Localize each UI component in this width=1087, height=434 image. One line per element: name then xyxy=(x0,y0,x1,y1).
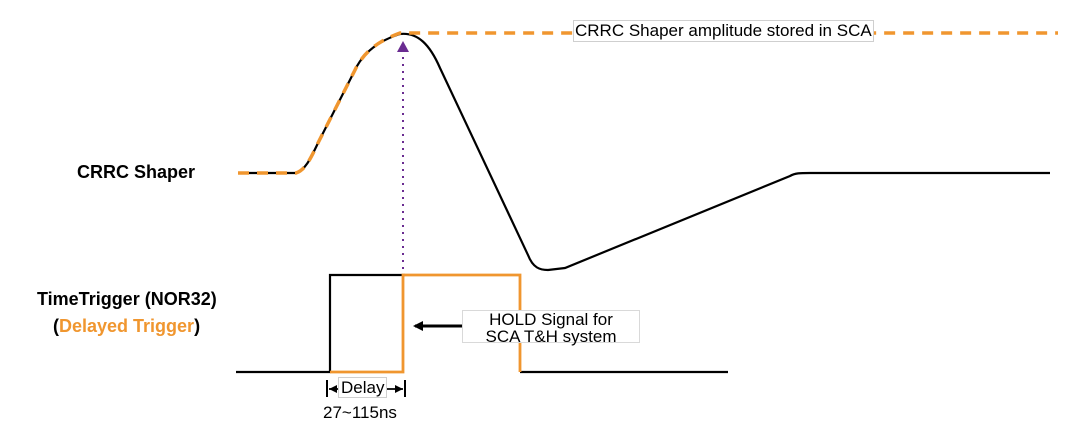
delay-dim-right-arrowhead xyxy=(395,385,403,393)
hold-signal-line-1: HOLD Signal for xyxy=(489,310,613,329)
time-trigger-pulse xyxy=(236,273,405,374)
time-trigger-label: TimeTrigger (NOR32) xyxy=(37,289,217,309)
crrc-shaper-waveform xyxy=(238,32,1050,272)
delay-range-label: 27~115ns xyxy=(323,403,397,422)
crrc-shaper-label: CRRC Shaper xyxy=(77,162,196,182)
hold-signal-label: HOLD Signal for SCA T&H system xyxy=(462,310,640,346)
delay-dim-left-arrowhead xyxy=(329,385,337,393)
delayed-trigger-open-paren: ( xyxy=(53,316,59,336)
delayed-trigger-label: Delayed Trigger xyxy=(59,316,195,336)
delayed-trigger-close-paren: ) xyxy=(194,316,201,336)
stored-amplitude-dashed-line xyxy=(238,31,1058,175)
hold-signal-line-2: SCA T&H system xyxy=(485,327,617,346)
stored-amplitude-label: CRRC Shaper amplitude stored in SCA xyxy=(573,20,874,42)
delayed-trigger-label-line: (Delayed Trigger) xyxy=(53,316,200,337)
delayed-trigger-pulse xyxy=(330,273,522,374)
peak-marker-arrowhead xyxy=(397,41,409,52)
delay-label: Delay xyxy=(338,377,388,398)
